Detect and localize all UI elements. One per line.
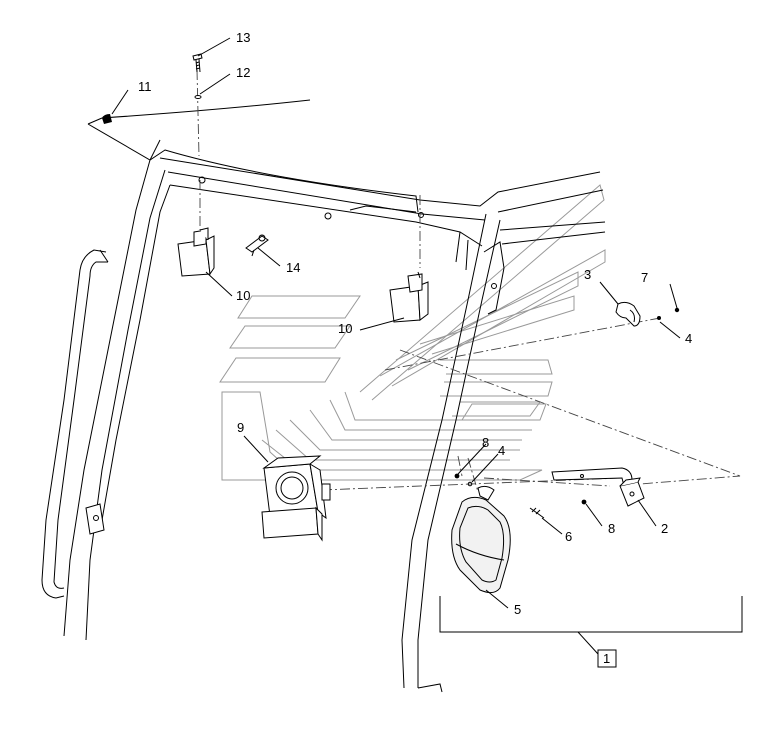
callout-4-lower: 4 [498,443,505,458]
callout-10-left: 10 [236,288,250,303]
bolt-part-6 [529,507,545,519]
work-lamp-part-10-left [177,227,215,277]
callout-2: 2 [661,521,668,536]
work-lamp-part-10-right [389,271,429,323]
mirror-part-5 [451,485,511,594]
callout-7: 7 [641,270,648,285]
nut-part-8-left [454,473,460,479]
callout-12: 12 [236,65,250,80]
nut-part-8-right [581,499,587,505]
grommet-part-11 [102,114,112,124]
callout-1: 1 [603,651,610,666]
callout-3: 3 [584,267,591,282]
hardware-part-7 [674,307,680,313]
callout-14: 14 [286,260,300,275]
callout-10-right: 10 [338,321,352,336]
washer-part-4-lower [467,481,473,487]
washer-part-4-upper [657,316,661,320]
callout-5: 5 [514,602,521,617]
mirror-bracket-part-2 [619,477,645,507]
assembly-bracket [439,596,743,668]
callout-8-right: 8 [608,521,615,536]
callout-8-left: 8 [482,435,489,450]
washer-part-12 [194,95,202,99]
callout-labels: 13 12 11 14 10 10 3 7 4 9 8 4 6 8 2 5 1 [138,30,692,666]
callout-9: 9 [237,420,244,435]
bolt-part-13 [192,53,203,73]
speaker-part-9 [261,455,331,542]
callout-4-upper: 4 [685,331,692,346]
assembly-lines [196,69,741,493]
watermark-logo [219,184,606,481]
clamp-part-3 [615,301,641,327]
leader-lines [111,37,681,655]
cab-frame [41,99,606,693]
callout-box-1 [597,649,617,668]
callout-6: 6 [565,529,572,544]
callout-13: 13 [236,30,250,45]
clip-part-14 [245,234,269,257]
callout-11: 11 [138,79,152,94]
